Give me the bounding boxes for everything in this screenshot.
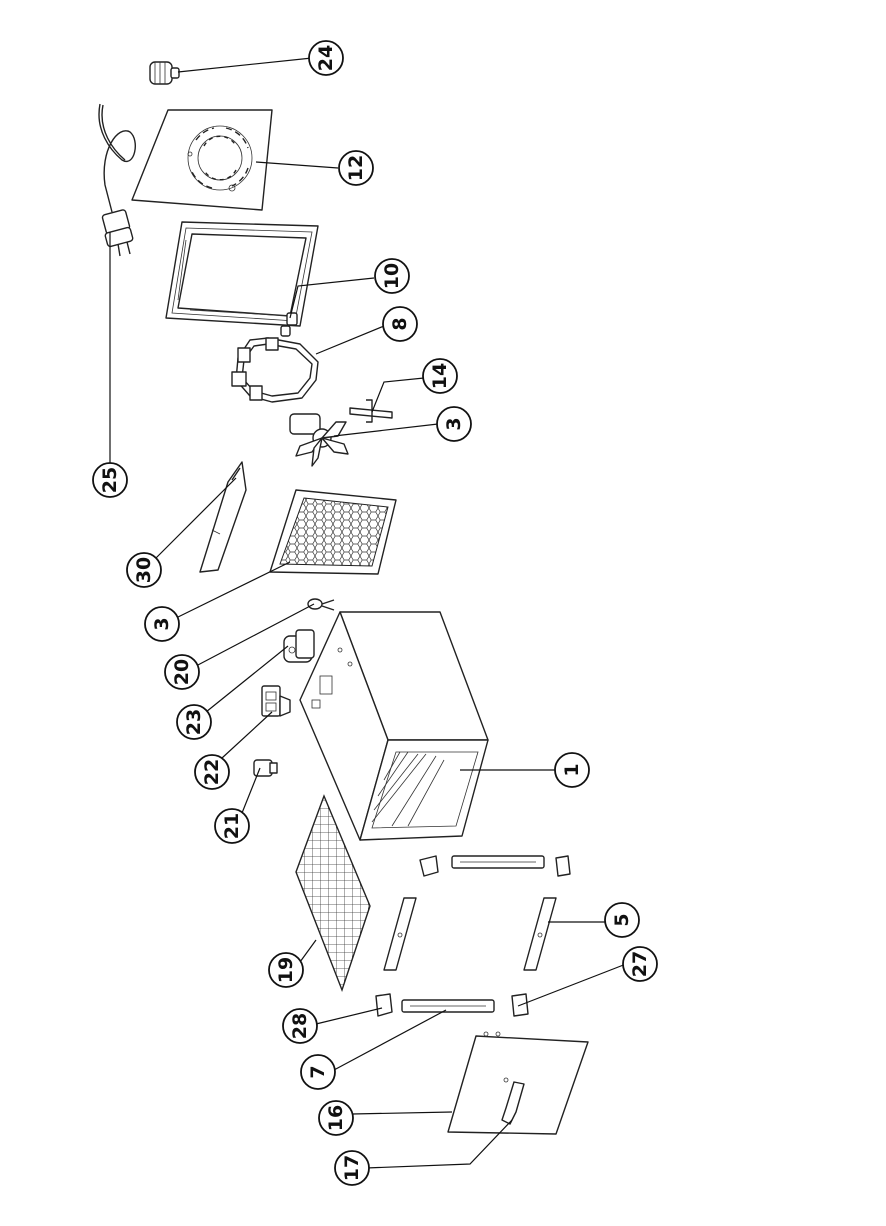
svg-text:12: 12 bbox=[345, 155, 367, 181]
part-21-lamp bbox=[253, 759, 278, 777]
callout-24: 24 bbox=[308, 40, 344, 76]
part-1-oven-body bbox=[299, 611, 489, 841]
callout-12: 12 bbox=[338, 150, 374, 186]
part-shelf-rail-upper bbox=[419, 855, 571, 877]
svg-text:17: 17 bbox=[341, 1155, 363, 1181]
leader-lines bbox=[109, 57, 627, 1169]
part-19-wire-rack bbox=[295, 794, 371, 993]
part-3-fan bbox=[289, 413, 349, 467]
svg-text:23: 23 bbox=[183, 709, 205, 735]
callout-27: 27 bbox=[622, 946, 658, 982]
svg-text:21: 21 bbox=[221, 813, 243, 839]
part-10-lamp-holder bbox=[280, 312, 298, 337]
part-14-bracket bbox=[349, 399, 393, 423]
svg-text:3: 3 bbox=[443, 417, 465, 430]
svg-text:7: 7 bbox=[307, 1065, 329, 1078]
svg-text:28: 28 bbox=[289, 1013, 311, 1039]
part-28-bracket bbox=[375, 993, 393, 1017]
svg-text:24: 24 bbox=[315, 45, 337, 71]
callout-21: 21 bbox=[214, 808, 250, 844]
callout-5: 5 bbox=[604, 902, 640, 938]
part-7-lower-rail bbox=[401, 999, 495, 1013]
part-20-connector bbox=[307, 598, 335, 611]
svg-text:14: 14 bbox=[429, 363, 451, 389]
callout-7: 7 bbox=[300, 1054, 336, 1090]
svg-text:8: 8 bbox=[389, 317, 411, 330]
callout-25: 25 bbox=[92, 462, 128, 498]
callout-28: 28 bbox=[282, 1008, 318, 1044]
svg-text:16: 16 bbox=[325, 1105, 347, 1131]
part-5-side-rail bbox=[523, 897, 557, 971]
svg-text:3: 3 bbox=[151, 617, 173, 630]
callout-14: 14 bbox=[422, 358, 458, 394]
svg-text:5: 5 bbox=[611, 913, 633, 926]
svg-text:20: 20 bbox=[171, 659, 193, 685]
part-frame-gasket bbox=[165, 221, 319, 327]
svg-text:25: 25 bbox=[99, 467, 121, 493]
svg-text:10: 10 bbox=[381, 263, 403, 289]
part-24-knob bbox=[149, 61, 180, 85]
callout-8: 8 bbox=[382, 306, 418, 342]
part-17-door-handle bbox=[501, 1081, 525, 1125]
callout-10: 10 bbox=[374, 258, 410, 294]
callout-16: 16 bbox=[318, 1100, 354, 1136]
part-22-switch bbox=[261, 685, 291, 717]
callout-20: 20 bbox=[164, 654, 200, 690]
svg-text:30: 30 bbox=[133, 557, 155, 583]
callout-1: 1 bbox=[554, 752, 590, 788]
svg-text:27: 27 bbox=[629, 951, 651, 977]
part-12-back-panel bbox=[131, 109, 273, 211]
callout-23: 23 bbox=[176, 704, 212, 740]
part-23-timer bbox=[283, 629, 315, 663]
callout-19: 19 bbox=[268, 952, 304, 988]
callout-3-fan: 3 bbox=[436, 406, 472, 442]
part-30-cover bbox=[199, 461, 247, 573]
callout-3-mesh: 3 bbox=[144, 606, 180, 642]
callout-17: 17 bbox=[334, 1150, 370, 1186]
callout-22: 22 bbox=[194, 754, 230, 790]
svg-text:1: 1 bbox=[561, 763, 583, 776]
callout-30: 30 bbox=[126, 552, 162, 588]
svg-text:19: 19 bbox=[275, 957, 297, 983]
part-8-heating-element bbox=[231, 337, 319, 403]
part-side-rail-left bbox=[383, 897, 417, 971]
svg-text:22: 22 bbox=[201, 759, 223, 785]
part-3-mesh-panel bbox=[269, 489, 397, 575]
part-25-power-cord bbox=[98, 103, 136, 257]
